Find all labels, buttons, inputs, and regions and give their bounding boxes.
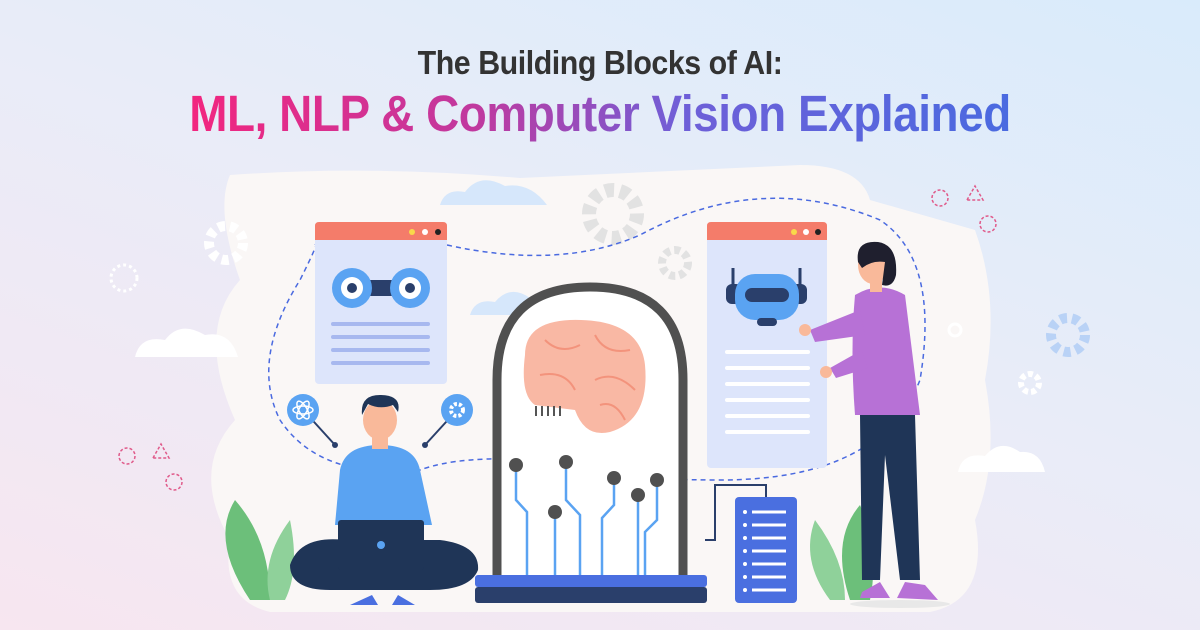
gear-icon [204,183,1090,395]
connection-line [268,197,926,481]
title-line-1: The Building Blocks of AI: [417,44,783,81]
server-icon [705,484,797,603]
person-with-laptop [290,395,479,605]
title-line-2-text: ML, NLP & Computer Vision Explained [189,85,1011,142]
vision-window-icon [315,222,447,384]
brain-dome-icon [475,282,707,603]
woman-presenting [799,241,950,608]
cloud-icon [135,328,1045,472]
atom-icon [287,394,338,448]
decorative-shapes [118,184,997,491]
chatbot-window-icon [707,222,827,468]
title-line-2: ML, NLP & Computer Vision Explained [60,84,1140,143]
decorative-circle [109,263,139,293]
decorative-circle [947,322,963,338]
gear-badge-icon [422,394,473,448]
